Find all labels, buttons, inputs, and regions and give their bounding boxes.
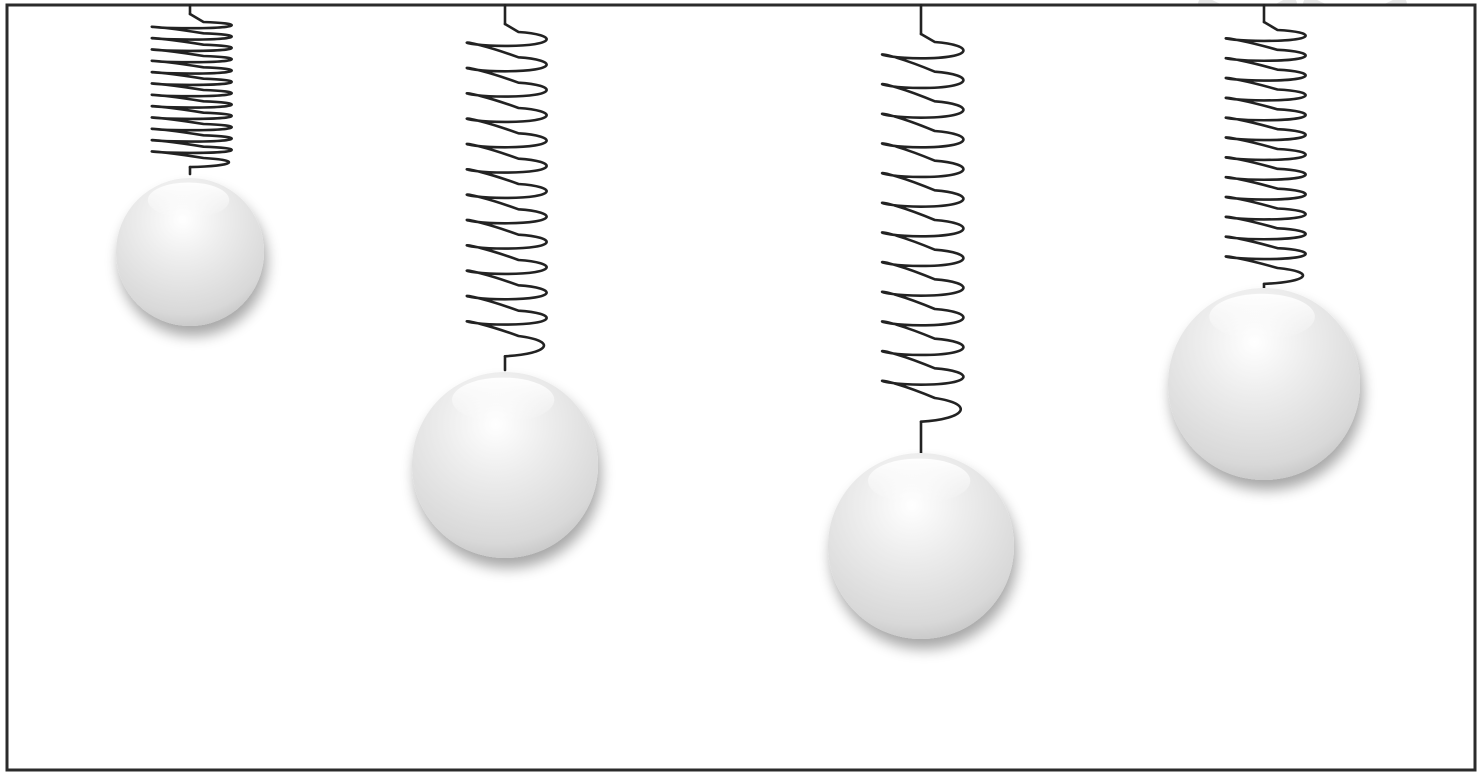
mass-ball-highlight: [868, 459, 970, 504]
mass-ball: [412, 372, 598, 558]
mass-ball: [828, 453, 1014, 639]
mass-ball-highlight: [1209, 294, 1315, 340]
mass-ball-highlight: [148, 182, 229, 218]
mass-ball-highlight: [452, 378, 554, 423]
mass-ball: [1168, 288, 1360, 480]
mass-ball: [116, 178, 264, 326]
